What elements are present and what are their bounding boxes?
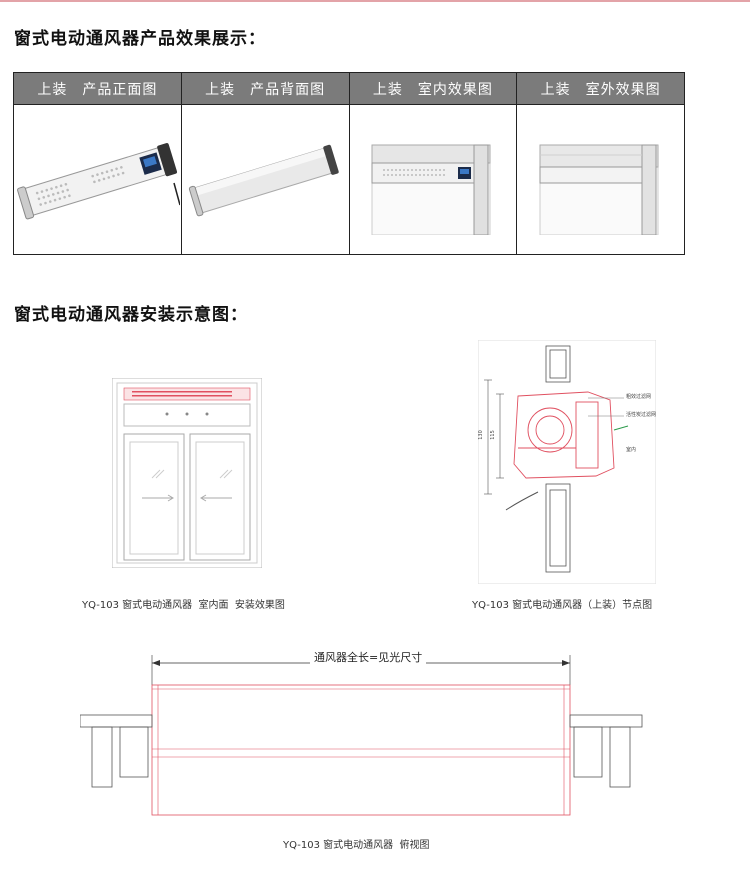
caption-top-view: YQ-103 窗式电动通风器 俯视图: [283, 840, 430, 851]
cell-front-image: [13, 104, 182, 255]
column-header-front: 上装 产品正面图: [13, 72, 182, 105]
node-section-drawing: [478, 340, 656, 584]
table-image-row: [13, 104, 685, 255]
cell-back-image: [180, 104, 350, 255]
product-display-table: 上装 产品正面图 上装 产品背面图 上装 室内效果图 上装 室外效果图: [13, 72, 685, 255]
column-header-back: 上装 产品背面图: [180, 72, 350, 105]
node-label-filter-1: 粗效过滤网: [626, 394, 652, 400]
top-view-length-label: 通风器全长=见光尺寸: [310, 649, 427, 665]
top-accent-line: [0, 0, 750, 2]
column-header-outdoor: 上装 室外效果图: [516, 72, 685, 105]
cell-outdoor-image: [516, 104, 685, 255]
section-title-install: 窗式电动通风器安装示意图：: [14, 305, 248, 325]
node-dim-outer: 130: [477, 430, 484, 440]
node-label-indoor: 室内: [626, 447, 637, 453]
outdoor-effect-image: [539, 144, 659, 235]
node-dim-inner: 115: [489, 430, 496, 440]
ventilator-front-image: [17, 142, 181, 219]
column-header-indoor: 上装 室内效果图: [348, 72, 518, 105]
section-title-display: 窗式电动通风器产品效果展示：: [14, 29, 266, 49]
indoor-effect-image: [371, 144, 491, 235]
caption-node-section: YQ-103 窗式电动通风器（上装）节点图: [472, 600, 653, 611]
table-header-row: 上装 产品正面图 上装 产品背面图 上装 室内效果图 上装 室外效果图: [13, 72, 685, 105]
window-install-drawing: [112, 378, 262, 568]
ventilator-back-image: [189, 144, 339, 216]
node-label-filter-2: 活性炭过滤网: [626, 412, 657, 418]
cell-indoor-image: [348, 104, 518, 255]
top-view-drawing: [80, 655, 643, 816]
caption-window-install: YQ-103 窗式电动通风器 室内面 安装效果图: [82, 600, 285, 611]
